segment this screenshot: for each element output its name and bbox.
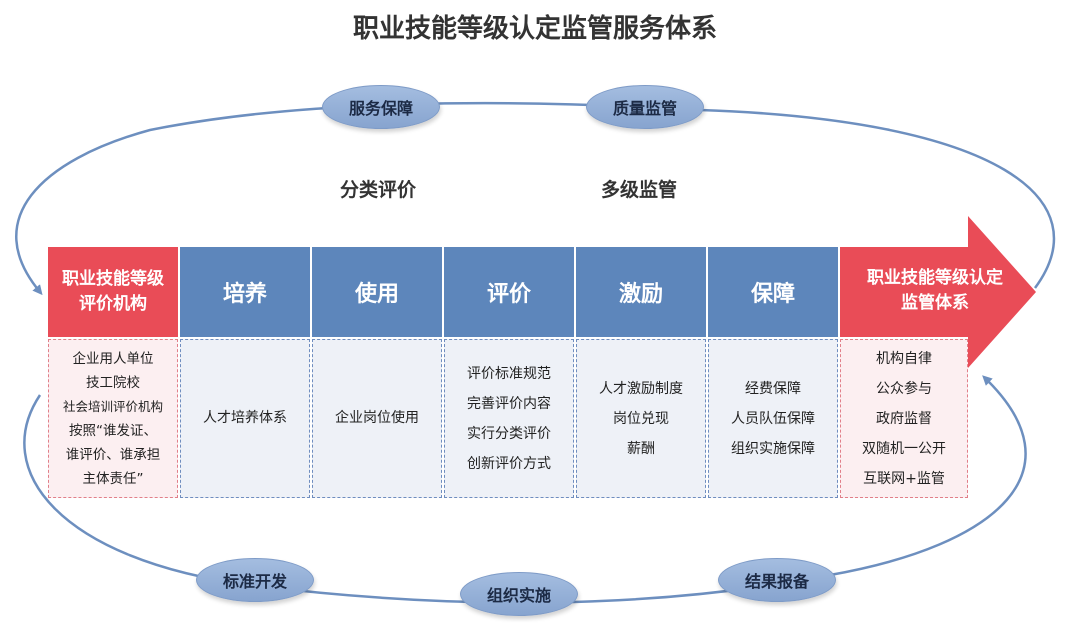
evaluation-institution-header: 职业技能等级 评价机构 bbox=[48, 247, 178, 337]
stage-body-use: 企业岗位使用 bbox=[312, 339, 442, 498]
list-item: 人才培养体系 bbox=[203, 410, 287, 426]
subhead-classification: 分类评价 bbox=[340, 179, 417, 201]
list-item: 企业用人单位 bbox=[72, 350, 154, 367]
list-item: 经费保障 bbox=[745, 380, 801, 397]
evaluation-institution-list: 企业用人单位 技工院校 社会培训评价机构 按照“谁发证、 谁评价、谁承担 主体责… bbox=[48, 339, 178, 498]
subhead-supervision: 多级监管 bbox=[601, 179, 678, 201]
list-item: 评价标准规范 bbox=[467, 365, 551, 382]
pill-quality-supervision: 质量监管 bbox=[586, 85, 704, 129]
list-item: 组织实施保障 bbox=[731, 440, 815, 457]
list-item: 人才激励制度 bbox=[599, 380, 683, 397]
list-item: 机构自律 bbox=[876, 350, 932, 367]
pill-standard-development: 标准开发 bbox=[196, 558, 314, 602]
pill-result-report: 结果报备 bbox=[718, 558, 836, 602]
list-item: 技工院校 bbox=[86, 374, 140, 391]
stage-body-evaluate: 评价标准规范 完善评价内容 实行分类评价 创新评价方式 bbox=[444, 339, 574, 498]
stage-header-guarantee: 保障 bbox=[708, 247, 838, 337]
list-item: 双随机一公开 bbox=[862, 440, 946, 457]
list-item: 人员队伍保障 bbox=[731, 410, 815, 427]
list-item: 按照“谁发证、 bbox=[69, 422, 157, 439]
evaluation-institution-title-line1: 职业技能等级 bbox=[62, 269, 164, 289]
stage-body-incentive: 人才激励制度 岗位兑现 薪酬 bbox=[576, 339, 706, 498]
list-item: 完善评价内容 bbox=[467, 395, 551, 412]
stage-header-cultivate: 培养 bbox=[180, 247, 310, 337]
list-item: 创新评价方式 bbox=[467, 455, 551, 472]
list-item: 企业岗位使用 bbox=[335, 410, 419, 426]
stage-header-incentive: 激励 bbox=[576, 247, 706, 337]
supervision-system-title-line2: 监管体系 bbox=[901, 293, 969, 313]
list-item: 社会培训评价机构 bbox=[62, 398, 163, 414]
stage-body-cultivate: 人才培养体系 bbox=[180, 339, 310, 498]
supervision-system-list: 机构自律 公众参与 政府监督 双随机一公开 互联网+监管 bbox=[840, 339, 968, 498]
supervision-system-title-line1: 职业技能等级认定 bbox=[867, 268, 1003, 288]
stage-body-guarantee: 经费保障 人员队伍保障 组织实施保障 bbox=[708, 339, 838, 498]
list-item: 实行分类评价 bbox=[467, 425, 551, 442]
list-item: 互联网+监管 bbox=[863, 470, 945, 487]
list-item: 政府监督 bbox=[876, 410, 932, 427]
list-item: 公众参与 bbox=[876, 380, 932, 397]
list-item: 薪酬 bbox=[627, 440, 655, 457]
evaluation-institution-title-line2: 评价机构 bbox=[79, 294, 147, 314]
page-title: 职业技能等级认定监管服务体系 bbox=[352, 14, 717, 44]
stage-header-use: 使用 bbox=[312, 247, 442, 337]
list-item: 主体责任” bbox=[82, 470, 144, 487]
stage-header-evaluate: 评价 bbox=[444, 247, 574, 337]
pill-organize-implement: 组织实施 bbox=[460, 572, 578, 616]
list-item: 谁评价、谁承担 bbox=[65, 446, 161, 463]
ring-arc-top bbox=[15, 101, 1056, 296]
pill-service-guarantee: 服务保障 bbox=[322, 85, 440, 129]
list-item: 岗位兑现 bbox=[613, 410, 669, 427]
